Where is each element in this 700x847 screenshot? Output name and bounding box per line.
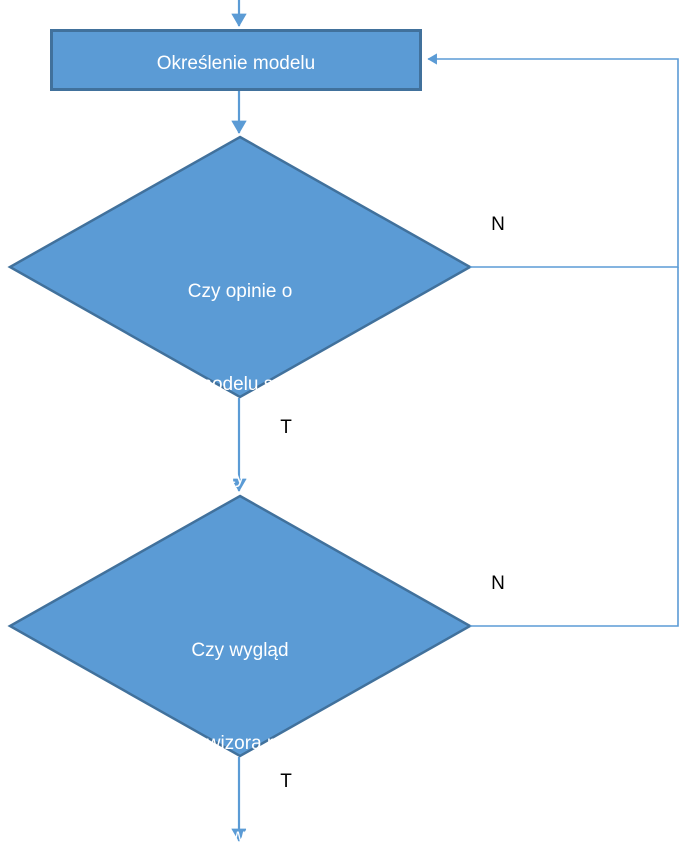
edge-label-decision1-yes: T [280, 417, 292, 438]
edge-label-decision2-no: N [491, 573, 505, 594]
connector-decision2-no [470, 267, 679, 627]
decision-node-opinie[interactable] [7, 135, 473, 399]
connector-decision1-no [427, 53, 679, 268]
edge-label-decision2-yes: T [280, 771, 292, 792]
decision-node-wyglad[interactable] [7, 494, 473, 758]
process-node-okreslenie-modelu[interactable] [50, 29, 422, 91]
edge-label-decision1-no: N [491, 214, 505, 235]
